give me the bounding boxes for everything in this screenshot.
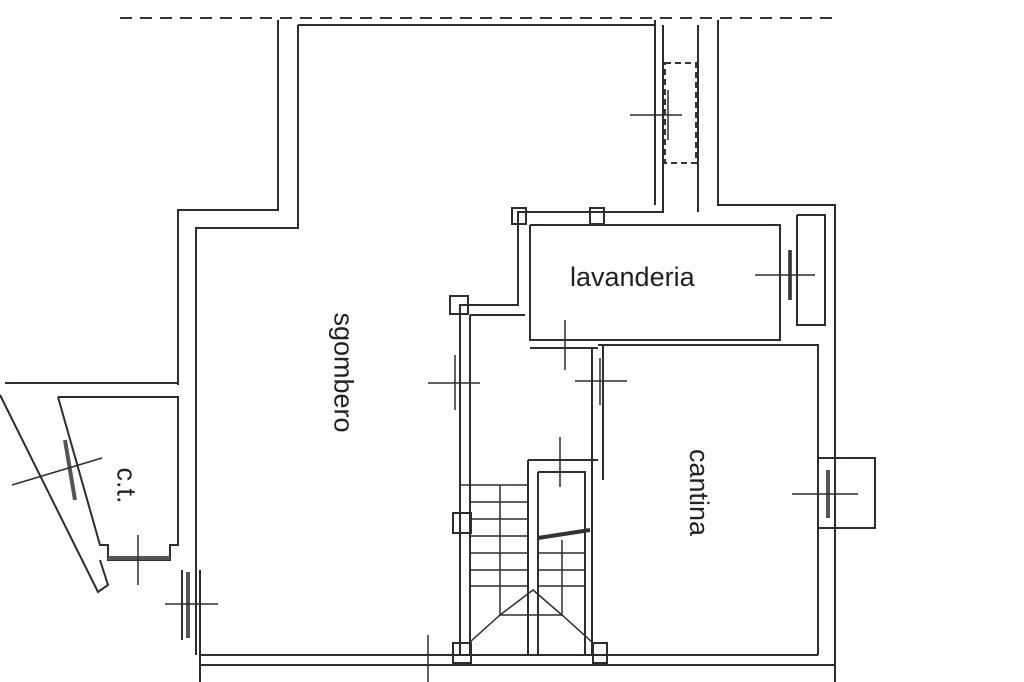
room-label-cantina: cantina <box>684 448 715 537</box>
pillars <box>449 207 608 664</box>
windows-and-doors <box>63 62 830 638</box>
staircase <box>460 484 593 643</box>
room-label-ct: c.t. <box>111 467 142 504</box>
room-label-sgombero: sgombero <box>328 312 359 433</box>
room-label-lavanderia: lavanderia <box>570 262 695 292</box>
walls <box>0 20 876 682</box>
crosshair-marks <box>11 90 858 682</box>
